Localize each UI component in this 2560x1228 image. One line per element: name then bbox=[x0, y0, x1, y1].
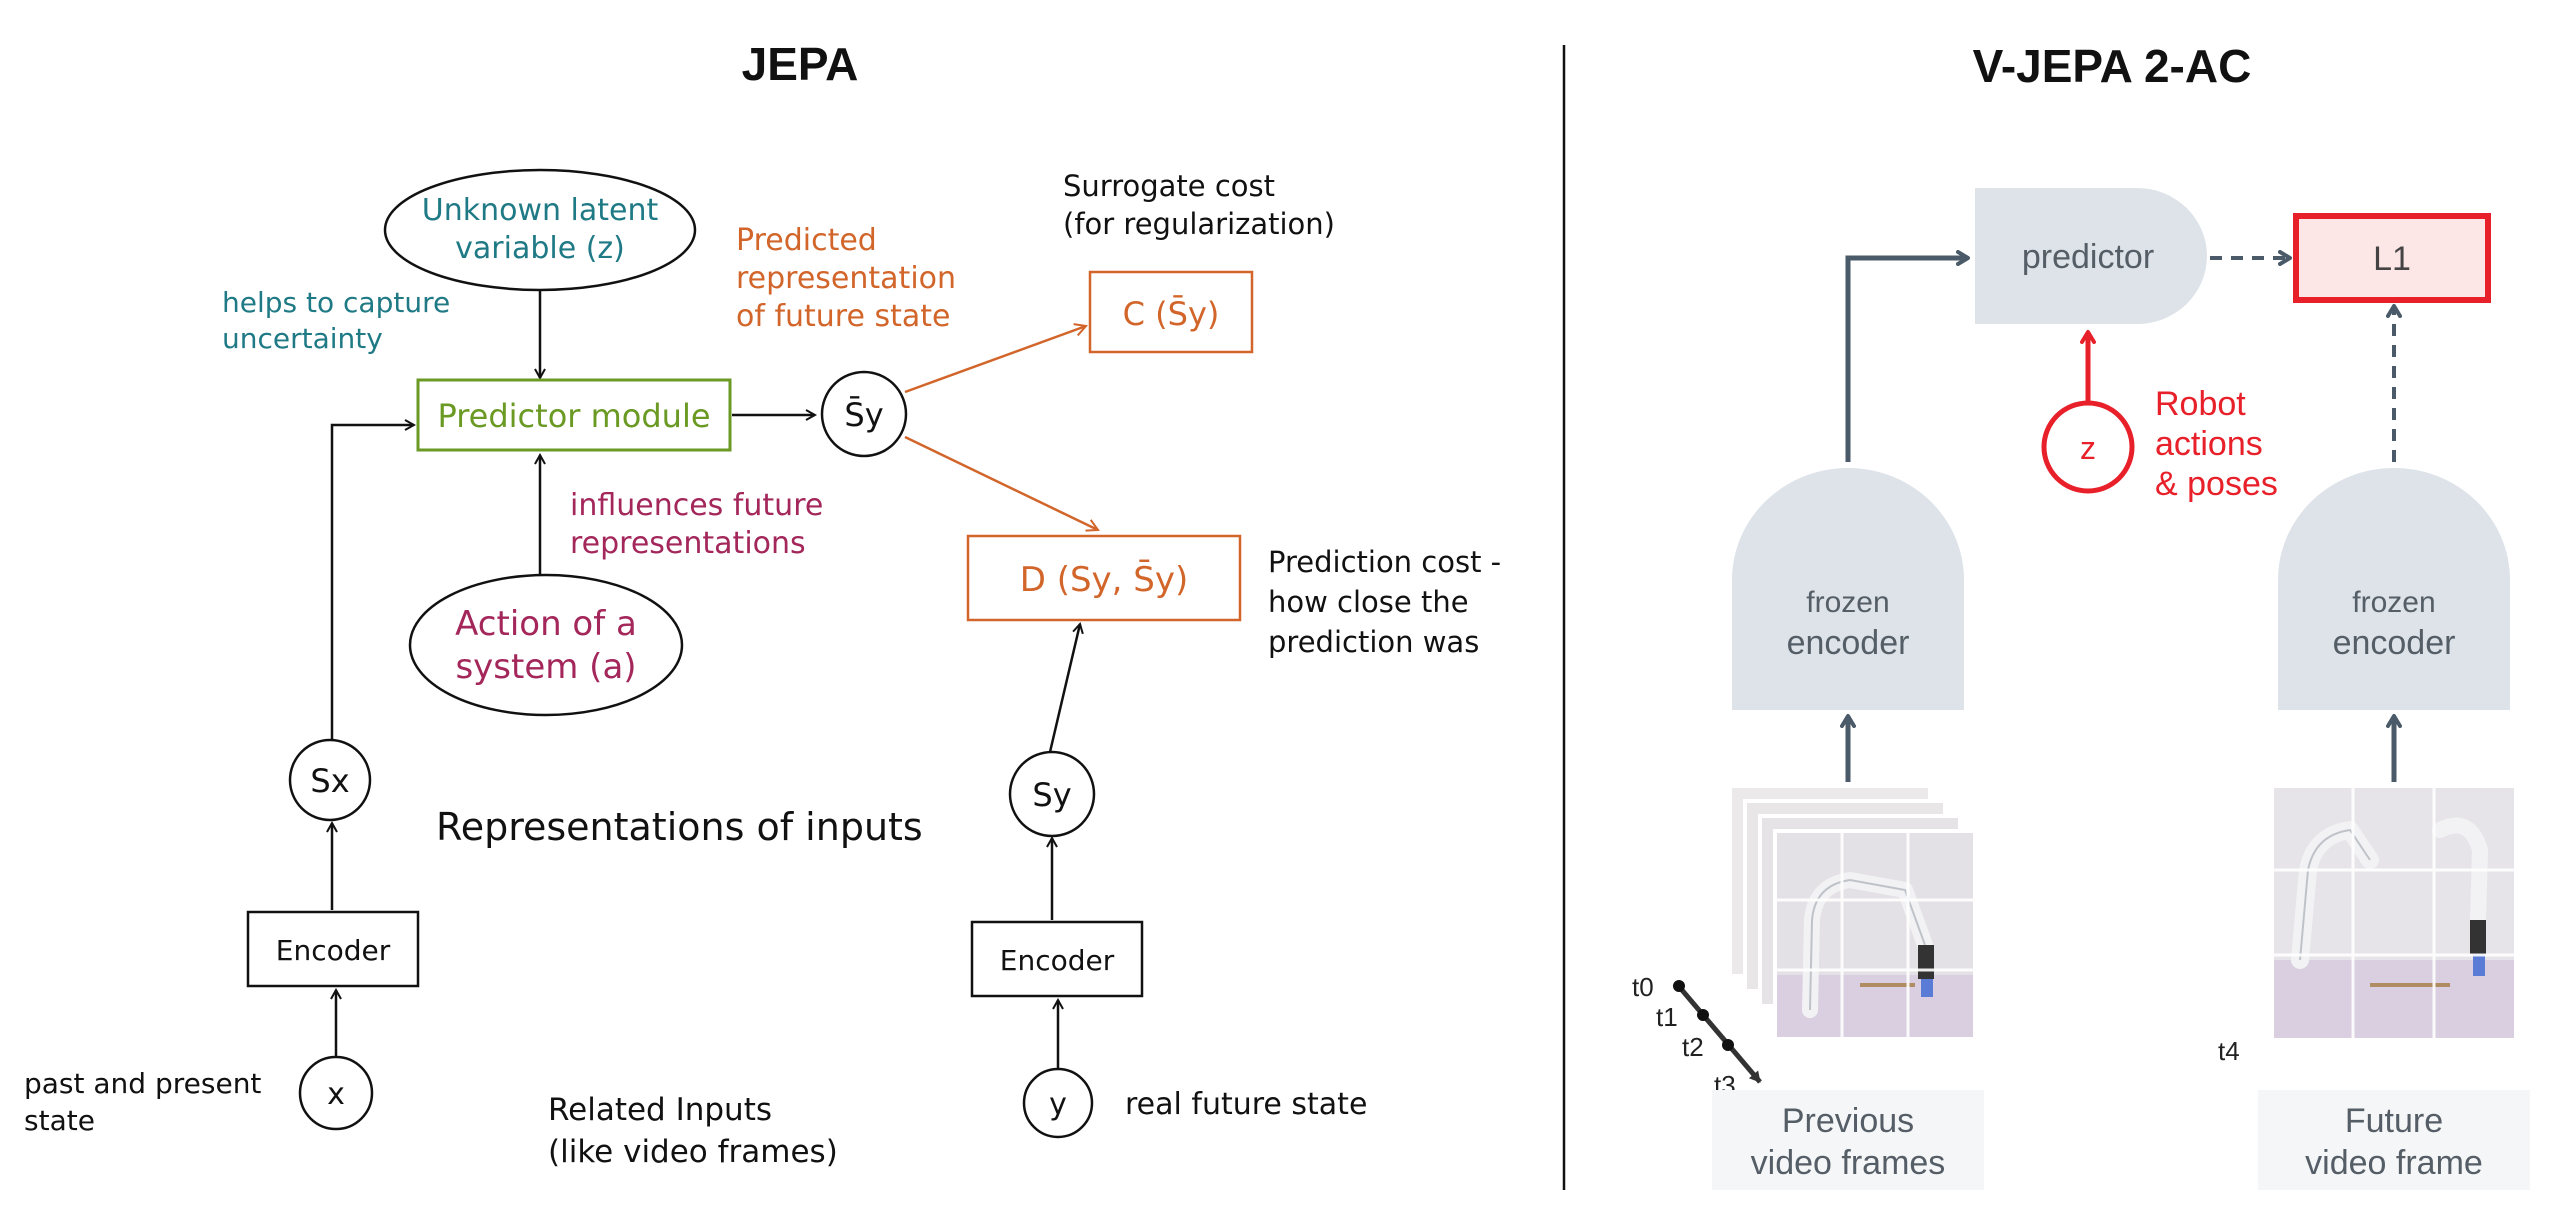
cost-c-box bbox=[1088, 270, 1254, 354]
real-future-label: real future state bbox=[1125, 1087, 1367, 1122]
sybar-to-cost-d-arrow bbox=[904, 435, 1098, 530]
related-inputs-line1: Related Inputs bbox=[548, 1092, 772, 1128]
l1-loss-label: L1 bbox=[2373, 240, 2411, 278]
l1-loss-box bbox=[2293, 213, 2491, 303]
jepa-title: JEPA bbox=[742, 38, 859, 90]
vjepa-panel: V-JEPA 2-AC predictor L1 z Robot actions… bbox=[1632, 40, 2530, 1190]
action-label-line2: system (a) bbox=[455, 647, 636, 687]
encoder-right-label: Encoder bbox=[1000, 944, 1115, 977]
timeline: t0 t1 t2 t3 bbox=[1632, 972, 1762, 1100]
surrogate-cost-line1: Surrogate cost bbox=[1063, 169, 1275, 203]
past-state-line1: past and present bbox=[24, 1067, 261, 1100]
frozen-encoder-left-line1: frozen bbox=[1806, 586, 1889, 619]
latent-variable-label-line2: variable (z) bbox=[455, 231, 625, 266]
frozen-encoder-right-block bbox=[2278, 468, 2510, 710]
encoder-left-label: Encoder bbox=[276, 934, 391, 967]
predicted-repr-line2: representation bbox=[736, 261, 956, 296]
sx-node bbox=[288, 738, 372, 822]
jepa-panel: JEPA Unknown latent variable (z) helps t… bbox=[24, 38, 1501, 1170]
sybar-to-cost-c-arrow bbox=[904, 326, 1086, 394]
future-video-frame bbox=[2270, 784, 2518, 1042]
frozen-encoder-left-block bbox=[1732, 468, 1964, 710]
sy-bar-node bbox=[820, 370, 908, 458]
y-label: y bbox=[1049, 1087, 1067, 1122]
prediction-cost-line2: how close the bbox=[1268, 585, 1469, 619]
previous-video-frames bbox=[1728, 784, 1977, 1041]
video-frame-t3 bbox=[1773, 829, 1977, 1041]
encoder-left-to-predictor-arrow bbox=[1845, 250, 1970, 462]
prediction-cost-line3: prediction was bbox=[1268, 625, 1479, 659]
cost-d-label: D (Sy, S̄y) bbox=[1020, 559, 1189, 600]
y-node bbox=[1022, 1067, 1094, 1139]
latent-variable-ellipse bbox=[383, 168, 697, 292]
prev-frames-caption-line1: Previous bbox=[1782, 1102, 1914, 1140]
sx-label: Sx bbox=[310, 762, 349, 800]
sy-to-cost-d-arrow bbox=[1048, 624, 1080, 753]
frozen-encoder-right-line2: encoder bbox=[2333, 624, 2456, 662]
x-label: x bbox=[327, 1077, 345, 1112]
frozen-encoder-right-line1: frozen bbox=[2352, 586, 2435, 619]
latent-note-line2: uncertainty bbox=[222, 322, 383, 355]
predicted-repr-line3: of future state bbox=[736, 299, 950, 334]
frozen-encoder-left-line2: encoder bbox=[1787, 624, 1910, 662]
robot-actions-line3: & poses bbox=[2155, 465, 2278, 503]
latent-variable-label-line1: Unknown latent bbox=[422, 193, 659, 228]
robot-actions-line2: actions bbox=[2155, 425, 2263, 463]
predictor-module-box bbox=[416, 378, 732, 452]
x-node bbox=[298, 1055, 374, 1131]
prev-frames-caption-line2: video frames bbox=[1751, 1144, 1946, 1182]
z-label: z bbox=[2080, 430, 2096, 466]
action-ellipse bbox=[408, 573, 684, 717]
predictor-module-label: Predictor module bbox=[437, 397, 710, 435]
past-state-line2: state bbox=[24, 1104, 95, 1137]
sy-label: Sy bbox=[1032, 776, 1071, 814]
time-label-t0: t0 bbox=[1632, 972, 1654, 1002]
action-note-line2: representations bbox=[570, 526, 806, 561]
cost-d-box bbox=[966, 534, 1242, 622]
predictor-block-label: predictor bbox=[2022, 238, 2154, 276]
sx-to-predictor-arrow bbox=[330, 425, 414, 740]
latent-note-line1: helps to capture bbox=[222, 286, 450, 319]
prediction-cost-line1: Prediction cost - bbox=[1268, 545, 1501, 579]
prev-frames-caption-bg bbox=[1712, 1090, 1984, 1190]
encoder-right-box bbox=[970, 920, 1144, 998]
predictor-block bbox=[1975, 188, 2207, 324]
robot-actions-line1: Robot bbox=[2155, 385, 2246, 423]
time-label-t2: t2 bbox=[1682, 1032, 1704, 1062]
time-label-t4: t4 bbox=[2218, 1036, 2240, 1066]
future-frame-caption-line2: video frame bbox=[2305, 1144, 2483, 1182]
encoder-left-box bbox=[246, 910, 420, 988]
z-node bbox=[2041, 400, 2135, 494]
cost-c-label: C (S̄y) bbox=[1123, 294, 1220, 333]
action-note-line1: influences future bbox=[570, 488, 823, 523]
time-label-t1: t1 bbox=[1656, 1002, 1678, 1032]
related-inputs-line2: (like video frames) bbox=[548, 1134, 838, 1170]
predicted-repr-line1: Predicted bbox=[736, 223, 877, 258]
vjepa-title: V-JEPA 2-AC bbox=[1973, 40, 2252, 92]
surrogate-cost-line2: (for regularization) bbox=[1063, 207, 1335, 241]
future-frame-caption-line1: Future bbox=[2345, 1102, 2443, 1140]
representations-label: Representations of inputs bbox=[436, 805, 923, 849]
action-label-line1: Action of a bbox=[455, 604, 637, 644]
future-frame-caption-bg bbox=[2258, 1090, 2530, 1190]
sy-bar-label: S̄y bbox=[844, 395, 883, 434]
